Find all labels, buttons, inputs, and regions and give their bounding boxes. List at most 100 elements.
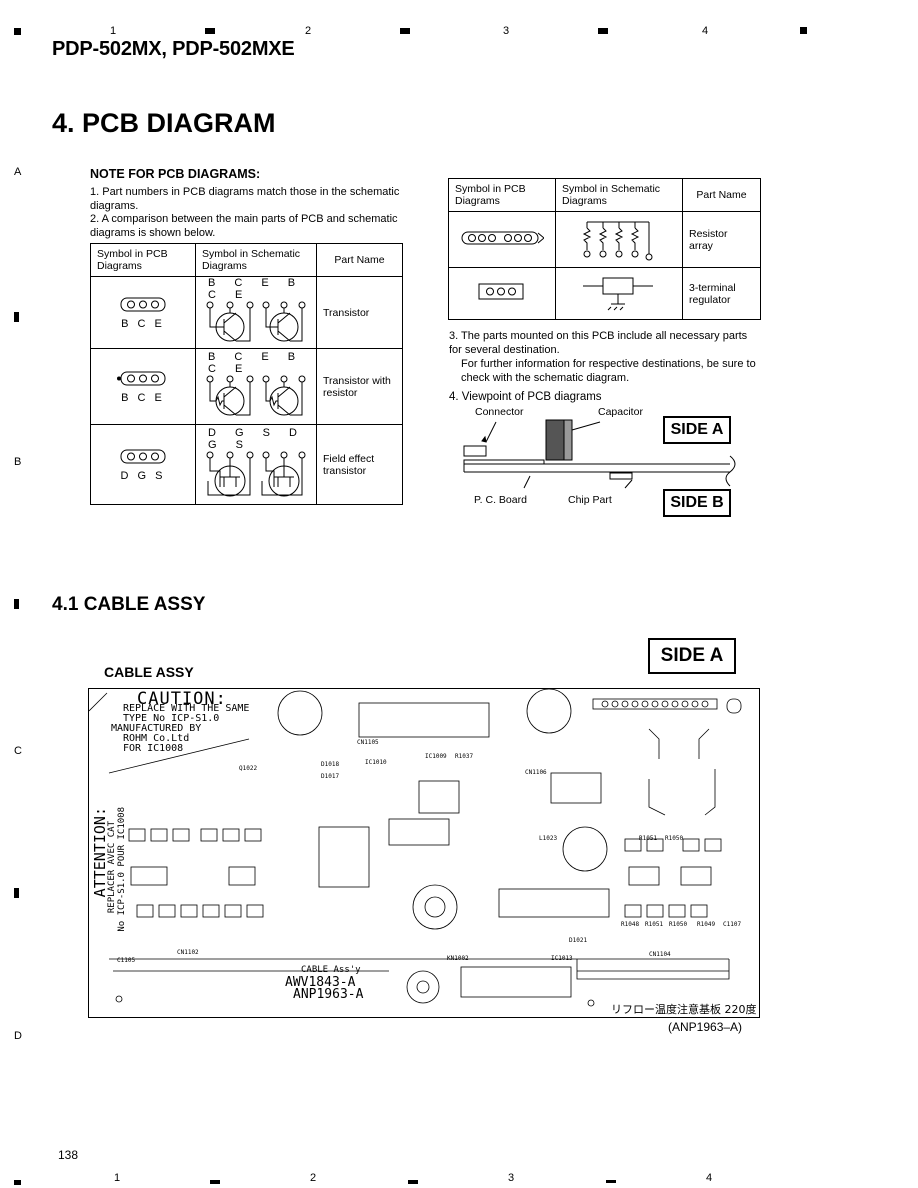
ref-label: D1021 [569, 937, 588, 944]
table-header: Part Name [316, 243, 403, 277]
ref-label: R1048 [621, 921, 640, 928]
vertical-note: No ICP-S1.0 POUR IC1008 [117, 807, 127, 932]
part-name: Transistor with resistor [316, 348, 403, 425]
column-number-2-bottom: 2 [310, 1172, 317, 1184]
part-name: 3-terminal regulator [682, 267, 761, 320]
cable-assy-text: CABLE Ass'y [301, 965, 361, 975]
ref-label: D1017 [321, 773, 340, 780]
registration-mark [800, 27, 807, 34]
column-number-1: 1 [110, 25, 117, 37]
column-number-3: 3 [503, 25, 510, 37]
part-name: Transistor [316, 276, 403, 349]
note-item-3-detail: For further information for respective d… [461, 358, 756, 384]
note-title: NOTE FOR PCB DIAGRAMS: [90, 167, 261, 181]
fet-icon [206, 451, 306, 497]
ref-label: R1050 [665, 835, 684, 842]
side-a-badge-small: SIDE A [663, 416, 731, 444]
schematic-symbol-fet: D G S D G S [195, 424, 317, 505]
row-mark [14, 888, 19, 898]
column-number-3-bottom: 3 [508, 1172, 515, 1184]
ref-label: CN1106 [525, 769, 547, 776]
pcb-drawing: CAUTION: REPLACE WITH THE SAME TYPE No I… [88, 688, 760, 1018]
cable-part-number: AWV1843-A [285, 975, 356, 990]
reflow-temperature-note: リフロー温度注意基板 220度 [611, 1003, 757, 1016]
label-connector: Connector [475, 406, 524, 418]
resistor-array-footprint-icon [461, 231, 545, 245]
schematic-symbol-regulator [555, 267, 683, 320]
label-capacitor: Capacitor [598, 406, 643, 418]
column-number-2: 2 [305, 25, 312, 37]
ref-label: L1023 [539, 835, 558, 842]
column-number-1-bottom: 1 [114, 1172, 121, 1184]
ref-label: R1051 [639, 835, 658, 842]
regulator-footprint-icon [478, 283, 524, 300]
pin-footprint-icon [117, 371, 166, 386]
pin-labels: D G S [120, 470, 166, 482]
row-letter-c: C [14, 745, 22, 757]
label-pc-board: P. C. Board [474, 494, 527, 506]
table-header: Symbol in PCB Diagrams [448, 178, 556, 212]
ref-label: KN1002 [447, 955, 469, 962]
registration-mark [14, 28, 21, 35]
pcb-symbol-transistor: B C E [90, 276, 196, 349]
side-a-badge: SIDE A [648, 638, 736, 674]
pcb-symbol-transistor-resistor: B C E [90, 348, 196, 425]
ref-label: IC1013 [551, 955, 573, 962]
registration-mark [606, 1180, 616, 1183]
ref-label: R1037 [455, 753, 474, 760]
schematic-symbol-transistor: B C E B C E [195, 276, 317, 349]
ref-label: IC1010 [365, 759, 387, 766]
ref-label: IC1009 [425, 753, 447, 760]
page-number: 138 [58, 1148, 79, 1162]
note-item-4: 4. Viewpoint of PCB diagrams [449, 391, 602, 403]
caution-line: REPLACE WITH THE SAME [123, 703, 250, 714]
symbol-table-left: Symbol in PCB Diagrams Symbol in Schemat… [90, 243, 403, 505]
pin-labels: B C E B C E [208, 277, 304, 301]
ref-label: R1049 [697, 921, 716, 928]
ref-label: CN1102 [177, 949, 199, 956]
table-header: Symbol in Schematic Diagrams [195, 243, 317, 277]
symbol-table-right: Symbol in PCB Diagrams Symbol in Schemat… [448, 178, 761, 320]
column-number-4: 4 [702, 25, 709, 37]
cable-part-number: ANP1963-A [293, 987, 364, 1002]
caution-line: TYPE No ICP-S1.0 [123, 713, 220, 724]
ref-label: Q1022 [239, 765, 258, 772]
note-item-3: 3. The parts mounted on this PCB include… [449, 330, 748, 356]
ref-label: R1050 [669, 921, 688, 928]
resistor-array-icon [582, 221, 653, 261]
schematic-symbol-resistor-array [555, 211, 683, 268]
row-letter-b: B [14, 456, 22, 468]
transistor-icon [206, 301, 306, 342]
section-title: 4. PCB DIAGRAM [52, 108, 276, 138]
caution-title: CAUTION: [137, 689, 227, 709]
ref-label: C1105 [117, 957, 136, 964]
pin-labels: B C E [121, 318, 165, 330]
pin-footprint-icon [120, 449, 166, 464]
registration-mark [598, 28, 608, 34]
row-mark [14, 312, 19, 322]
pcb-symbol-resistor-array [448, 211, 556, 268]
ref-label: CN1105 [357, 739, 379, 746]
regulator-icon [583, 277, 653, 311]
pin-labels: B C E B C E [208, 351, 304, 375]
transistor-with-resistor-icon [206, 375, 306, 416]
vertical-note: REPLACER AVEC CAT [107, 821, 117, 914]
registration-mark [408, 1180, 418, 1184]
table-header: Part Name [682, 178, 761, 212]
subsection-title: 4.1 CABLE ASSY [52, 594, 206, 615]
part-name: Resistor array [682, 211, 761, 268]
column-number-4-bottom: 4 [706, 1172, 713, 1184]
table-header: Symbol in PCB Diagrams [90, 243, 196, 277]
part-name: Field effect transistor [316, 424, 403, 505]
note-item-1: 1. Part numbers in PCB diagrams match th… [90, 186, 400, 212]
model-title: PDP-502MX, PDP-502MXE [52, 38, 295, 60]
note-item-2: 2. A comparison between the main parts o… [90, 213, 398, 239]
schematic-symbol-transistor-resistor: B C E B C E [195, 348, 317, 425]
pcb-symbol-fet: D G S [90, 424, 196, 505]
pin-footprint-icon [120, 297, 166, 312]
pcb-symbol-regulator [448, 267, 556, 320]
cable-assy-label: CABLE ASSY [104, 664, 194, 680]
figure-code: (ANP1963–A) [668, 1020, 743, 1034]
registration-mark [400, 28, 410, 34]
ref-label: C1107 [723, 921, 742, 928]
